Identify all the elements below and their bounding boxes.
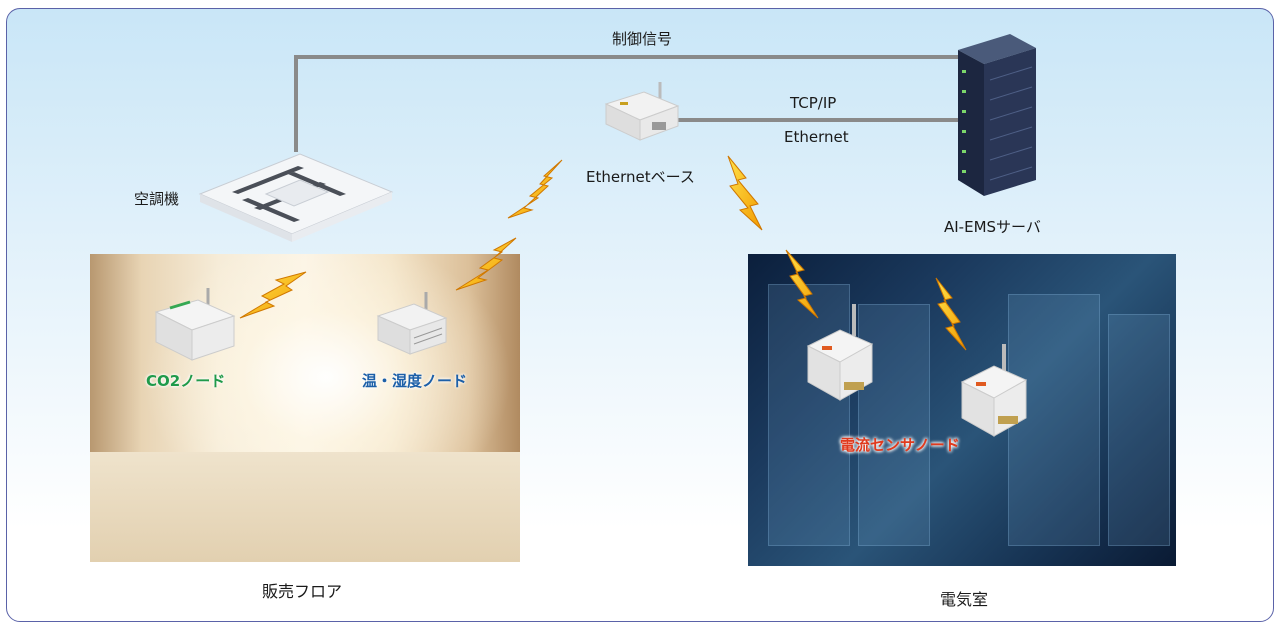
current-sensor-node-label: 電流センサノード [840, 436, 960, 454]
co2-node-label: CO2ノード [146, 372, 226, 390]
air-conditioner-label: 空調機 [134, 190, 180, 208]
control-signal-label: 制御信号 [612, 30, 673, 48]
lightning-icon [935, 277, 967, 351]
lightning-icon [785, 249, 819, 319]
tcp-ip-label: TCP/IP [790, 94, 837, 112]
ai-ems-server-label: AI-EMSサーバ [944, 218, 1041, 236]
ethernet-base-device [604, 82, 680, 141]
current-sensor-node-device-1 [806, 304, 874, 401]
lightning-icon [455, 237, 517, 291]
temp-humidity-node-device [376, 292, 448, 355]
control-signal-wire [294, 55, 958, 152]
lightning-icon [727, 155, 763, 231]
sales-floor-label: 販売フロア [262, 582, 343, 601]
lightning-icon [239, 271, 307, 319]
lightning-icon [507, 159, 563, 219]
air-conditioner-icon [198, 153, 394, 242]
server-icon [958, 34, 1036, 196]
electrical-room-label: 電気室 [940, 590, 989, 609]
temp-humidity-node-label: 温・湿度ノード [362, 372, 468, 390]
ethernet-label: Ethernet [784, 128, 849, 146]
ethernet-base-label: Ethernetベース [586, 168, 695, 186]
mall-floor [90, 452, 520, 562]
sales-floor-photo [90, 254, 520, 562]
current-sensor-node-device-2 [960, 344, 1028, 437]
co2-node-device [154, 288, 236, 361]
